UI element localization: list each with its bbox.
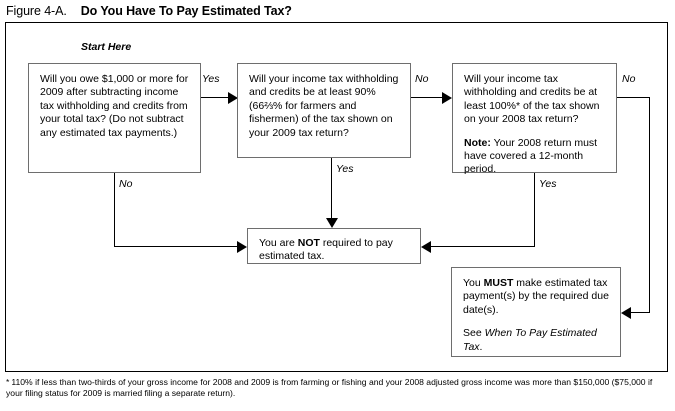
outcome-box-not-required: You are NOT required to pay estimated ta… <box>247 228 421 264</box>
decision-box-90-percent-text: Will your income tax withholding and cre… <box>249 73 400 140</box>
outcome-must-pay-text: You MUST make estimated tax payment(s) b… <box>463 277 610 317</box>
edge-label-q3-yes: Yes <box>539 178 557 190</box>
not-required-prefix: You are <box>259 237 298 249</box>
connector-q3-yes-horizontal <box>431 246 535 247</box>
connector-q1-yes-line <box>201 97 229 98</box>
footnote: *110% if less than two-thirds of your gr… <box>6 377 666 399</box>
not-required-suffix: required to pay estimated tax. <box>259 237 393 263</box>
edge-label-q2-yes: Yes <box>336 163 354 175</box>
footnote-marker: * <box>6 377 10 387</box>
connector-q2-no-line <box>411 97 443 98</box>
connector-q1-no-vertical <box>114 173 115 247</box>
edge-label-q2-no: No <box>415 73 429 85</box>
decision-box-90-percent: Will your income tax withholding and cre… <box>237 63 411 158</box>
see-prefix: See <box>463 327 485 340</box>
decision-box-100-percent: Will your income tax withholding and cre… <box>452 63 617 175</box>
connector-q3-no-arrow <box>621 307 631 319</box>
two-thirds-fraction: ⅔ <box>264 99 273 112</box>
edge-label-q1-no: No <box>119 178 133 190</box>
figure-caption: Figure 4-A. Do You Have To Pay Estimated… <box>6 2 292 20</box>
connector-q1-no-arrow <box>237 241 247 253</box>
connector-q3-no-horizontal-top <box>617 97 649 98</box>
connector-q3-no-vertical <box>649 97 650 312</box>
connector-q1-yes-arrow <box>228 92 238 104</box>
edge-label-q3-no: No <box>622 73 636 85</box>
see-reference-title: When To Pay Estimated Tax <box>463 327 597 353</box>
start-here-label: Start Here <box>81 41 132 53</box>
decision-box-owe-1000-text: Will you owe $1,000 or more for 2009 aft… <box>40 73 189 139</box>
connector-q2-yes-arrow <box>326 218 338 228</box>
outcome-not-required-text: You are NOT required to pay estimated ta… <box>259 237 410 264</box>
flowchart-frame: Start Here Will you owe $1,000 or more f… <box>5 22 668 372</box>
must-pay-prefix: You <box>463 277 484 289</box>
note-text: Your 2008 return must have covered a 12-… <box>464 136 598 176</box>
edge-label-q1-yes: Yes <box>202 73 220 85</box>
decision-box-owe-1000: Will you owe $1,000 or more for 2009 aft… <box>28 63 201 173</box>
figure-title: Do You Have To Pay Estimated Tax? <box>80 4 292 18</box>
q2-text-before: Will your income tax withholding and cre… <box>249 73 399 112</box>
must-pay-suffix: make estimated tax payment(s) by the req… <box>463 277 609 316</box>
note-label: Note: <box>464 136 491 149</box>
connector-q3-no-horizontal-bottom <box>631 312 650 313</box>
connector-q2-yes-vertical <box>331 158 332 220</box>
outcome-must-pay-reference: See When To Pay Estimated Tax. <box>463 327 610 354</box>
decision-box-100-percent-text: Will your income tax withholding and cre… <box>464 73 600 126</box>
see-suffix: . <box>479 340 483 353</box>
connector-q1-no-horizontal <box>114 246 238 247</box>
not-emphasis: NOT <box>297 237 320 249</box>
outcome-box-must-pay: You MUST make estimated tax payment(s) b… <box>451 267 621 357</box>
figure-label: Figure 4-A. <box>6 4 67 18</box>
connector-q3-yes-arrow <box>421 241 431 253</box>
must-emphasis: MUST <box>483 277 514 289</box>
decision-box-100-percent-note: Note: Your 2008 return must have covered… <box>464 137 606 177</box>
connector-q2-no-arrow <box>442 92 452 104</box>
footnote-text: 110% if less than two-thirds of your gro… <box>6 377 653 398</box>
connector-q3-yes-vertical <box>534 173 535 247</box>
q2-text-after: % for farmers and fishermen) of the tax … <box>249 99 393 139</box>
